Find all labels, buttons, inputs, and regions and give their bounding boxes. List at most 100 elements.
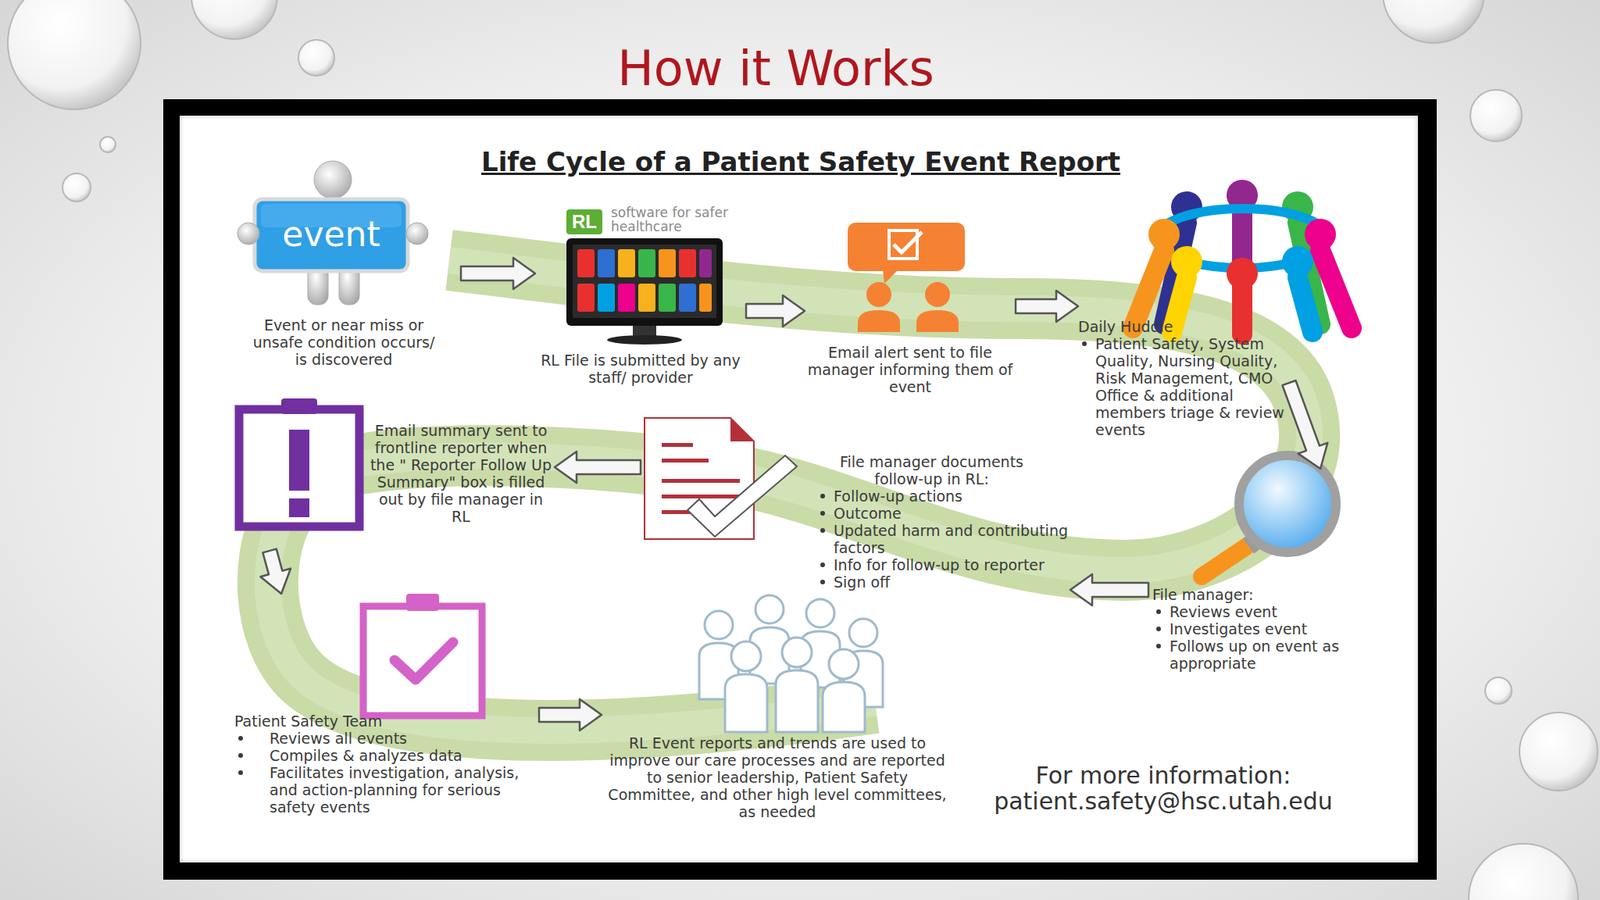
flow-arrow — [460, 257, 536, 290]
step-heading: Event or near miss or unsafe condition o… — [246, 316, 442, 368]
magnifier-icon — [1201, 542, 1252, 577]
water-drops — [62, 173, 91, 202]
bullet-item: Follow-up actions — [816, 487, 1071, 505]
step-node: File manager documents follow-up in RL:F… — [640, 417, 1071, 602]
monitor-icon — [572, 244, 717, 318]
monitor-icon — [678, 249, 697, 278]
monitor-icon — [699, 283, 712, 312]
check-clipboard-icon — [394, 642, 454, 680]
huddle-icon — [1132, 250, 1165, 329]
magnifier-icon — [1179, 468, 1352, 586]
water-drops — [100, 136, 116, 153]
monitor-icon — [617, 283, 636, 312]
monitor-icon — [577, 283, 595, 312]
people-group-icon — [849, 618, 878, 647]
bullet-item: Sign off — [816, 573, 1071, 591]
huddle-icon — [1232, 289, 1253, 335]
email-alert-icon — [857, 310, 900, 333]
monitor-icon — [658, 249, 676, 278]
step-heading: Email alert sent to file manager informi… — [804, 343, 1016, 396]
huddle-icon — [1282, 246, 1314, 278]
email-alert-icon — [882, 269, 899, 284]
step-text: Email summary sent to frontline reporter… — [367, 421, 555, 525]
alert-clipboard-icon — [239, 409, 360, 527]
document-check-icon — [644, 417, 809, 543]
document-check-icon — [661, 442, 693, 447]
people-group-icon — [782, 637, 812, 668]
step-heading: File manager documents follow-up in RL: — [816, 453, 1071, 488]
huddle-icon — [1297, 277, 1313, 333]
magnifier-icon — [1239, 455, 1336, 553]
step-heading: Daily Huddle — [1078, 317, 1290, 336]
step-node: RL Event reports and trends are used to … — [601, 589, 954, 825]
document-check-icon — [687, 455, 797, 537]
email-alert-icon — [925, 282, 950, 308]
people-group-icon — [822, 682, 865, 733]
step-text: RL File is submitted by any staff/ provi… — [535, 351, 747, 386]
bullet-item: Info for follow-up to reporter — [816, 556, 1071, 574]
step-heading: Patient Safety Team — [234, 712, 540, 730]
monitor-icon — [678, 283, 697, 312]
alert-clipboard-icon — [281, 398, 318, 415]
rl-logo: RL — [566, 209, 603, 235]
huddle-icon — [1171, 277, 1187, 333]
event-sign-figure — [314, 160, 352, 199]
email-alert-icon — [835, 222, 985, 336]
document-check-icon — [661, 478, 740, 483]
huddle-icon — [1226, 257, 1258, 290]
flow-arrow — [260, 549, 291, 594]
green-path-band — [267, 260, 1310, 731]
water-drops — [1519, 712, 1598, 791]
event-sign-figure — [406, 222, 429, 245]
bullet-item: Reviews all events — [234, 729, 540, 747]
water-drops — [191, 0, 278, 40]
step-heading: File manager: — [1152, 585, 1387, 604]
document-check-icon — [661, 458, 709, 463]
document-check-icon — [661, 494, 740, 499]
flow-arrow — [554, 451, 641, 483]
slide-title: How it Works — [385, 40, 1167, 97]
alert-clipboard-icon — [289, 429, 310, 491]
flow-arrow — [1015, 290, 1079, 322]
monitor-icon — [658, 283, 676, 312]
bullet-item: Compiles & analyzes data — [234, 746, 540, 765]
flow-arrow — [539, 699, 602, 731]
bullet-item: Reviews event — [1152, 603, 1387, 621]
step-text: Event or near miss or unsafe condition o… — [246, 316, 442, 368]
huddle-icon — [1117, 179, 1368, 336]
people-group-icon — [806, 599, 835, 628]
step-node: Email summary sent to frontline reporter… — [234, 394, 555, 551]
bullet-item: Outcome — [816, 504, 1071, 522]
bullet-item: Facilitates investigation, analysis, and… — [234, 764, 540, 816]
monitor-icon — [566, 238, 723, 326]
monitor-icon — [638, 249, 656, 278]
contact-email: patient.safety@hsc.utah.edu — [889, 787, 1437, 816]
step-heading: Email summary sent to frontline reporter… — [367, 421, 555, 525]
step-text: Patient Safety TeamReviews all eventsCom… — [234, 712, 540, 816]
huddle-icon — [1304, 218, 1336, 250]
step-text: File manager:Reviews eventInvestigates e… — [1152, 585, 1387, 672]
event-sign-figure — [237, 222, 260, 245]
bullet-item: Patient Safety, System Quality, Nursing … — [1078, 335, 1290, 439]
step-node: Patient Safety TeamReviews all eventsCom… — [234, 593, 540, 825]
water-drops — [1470, 89, 1522, 142]
flow-arrow — [1070, 574, 1149, 606]
step-heading: RL File is submitted by any staff/ provi… — [535, 351, 747, 386]
huddle-icon — [1171, 246, 1203, 278]
step-text: Email alert sent to file manager informi… — [804, 343, 1016, 396]
email-alert-icon — [893, 232, 922, 253]
check-clipboard-icon — [359, 593, 489, 719]
people-group-icon — [725, 674, 768, 733]
bullet-item: Investigates event — [1152, 620, 1387, 638]
event-sign-figure — [254, 199, 408, 272]
people-group-icon — [704, 610, 733, 640]
flow-arrow — [746, 295, 805, 327]
diagram-heading: Life Cycle of a Patient Safety Event Rep… — [257, 145, 1344, 179]
monitor-icon — [597, 283, 615, 312]
check-clipboard-icon — [406, 593, 440, 611]
monitor-icon — [699, 249, 712, 278]
contact-note: For more information: — [928, 761, 1398, 790]
email-alert-icon — [847, 222, 965, 272]
water-drops — [7, 0, 141, 110]
